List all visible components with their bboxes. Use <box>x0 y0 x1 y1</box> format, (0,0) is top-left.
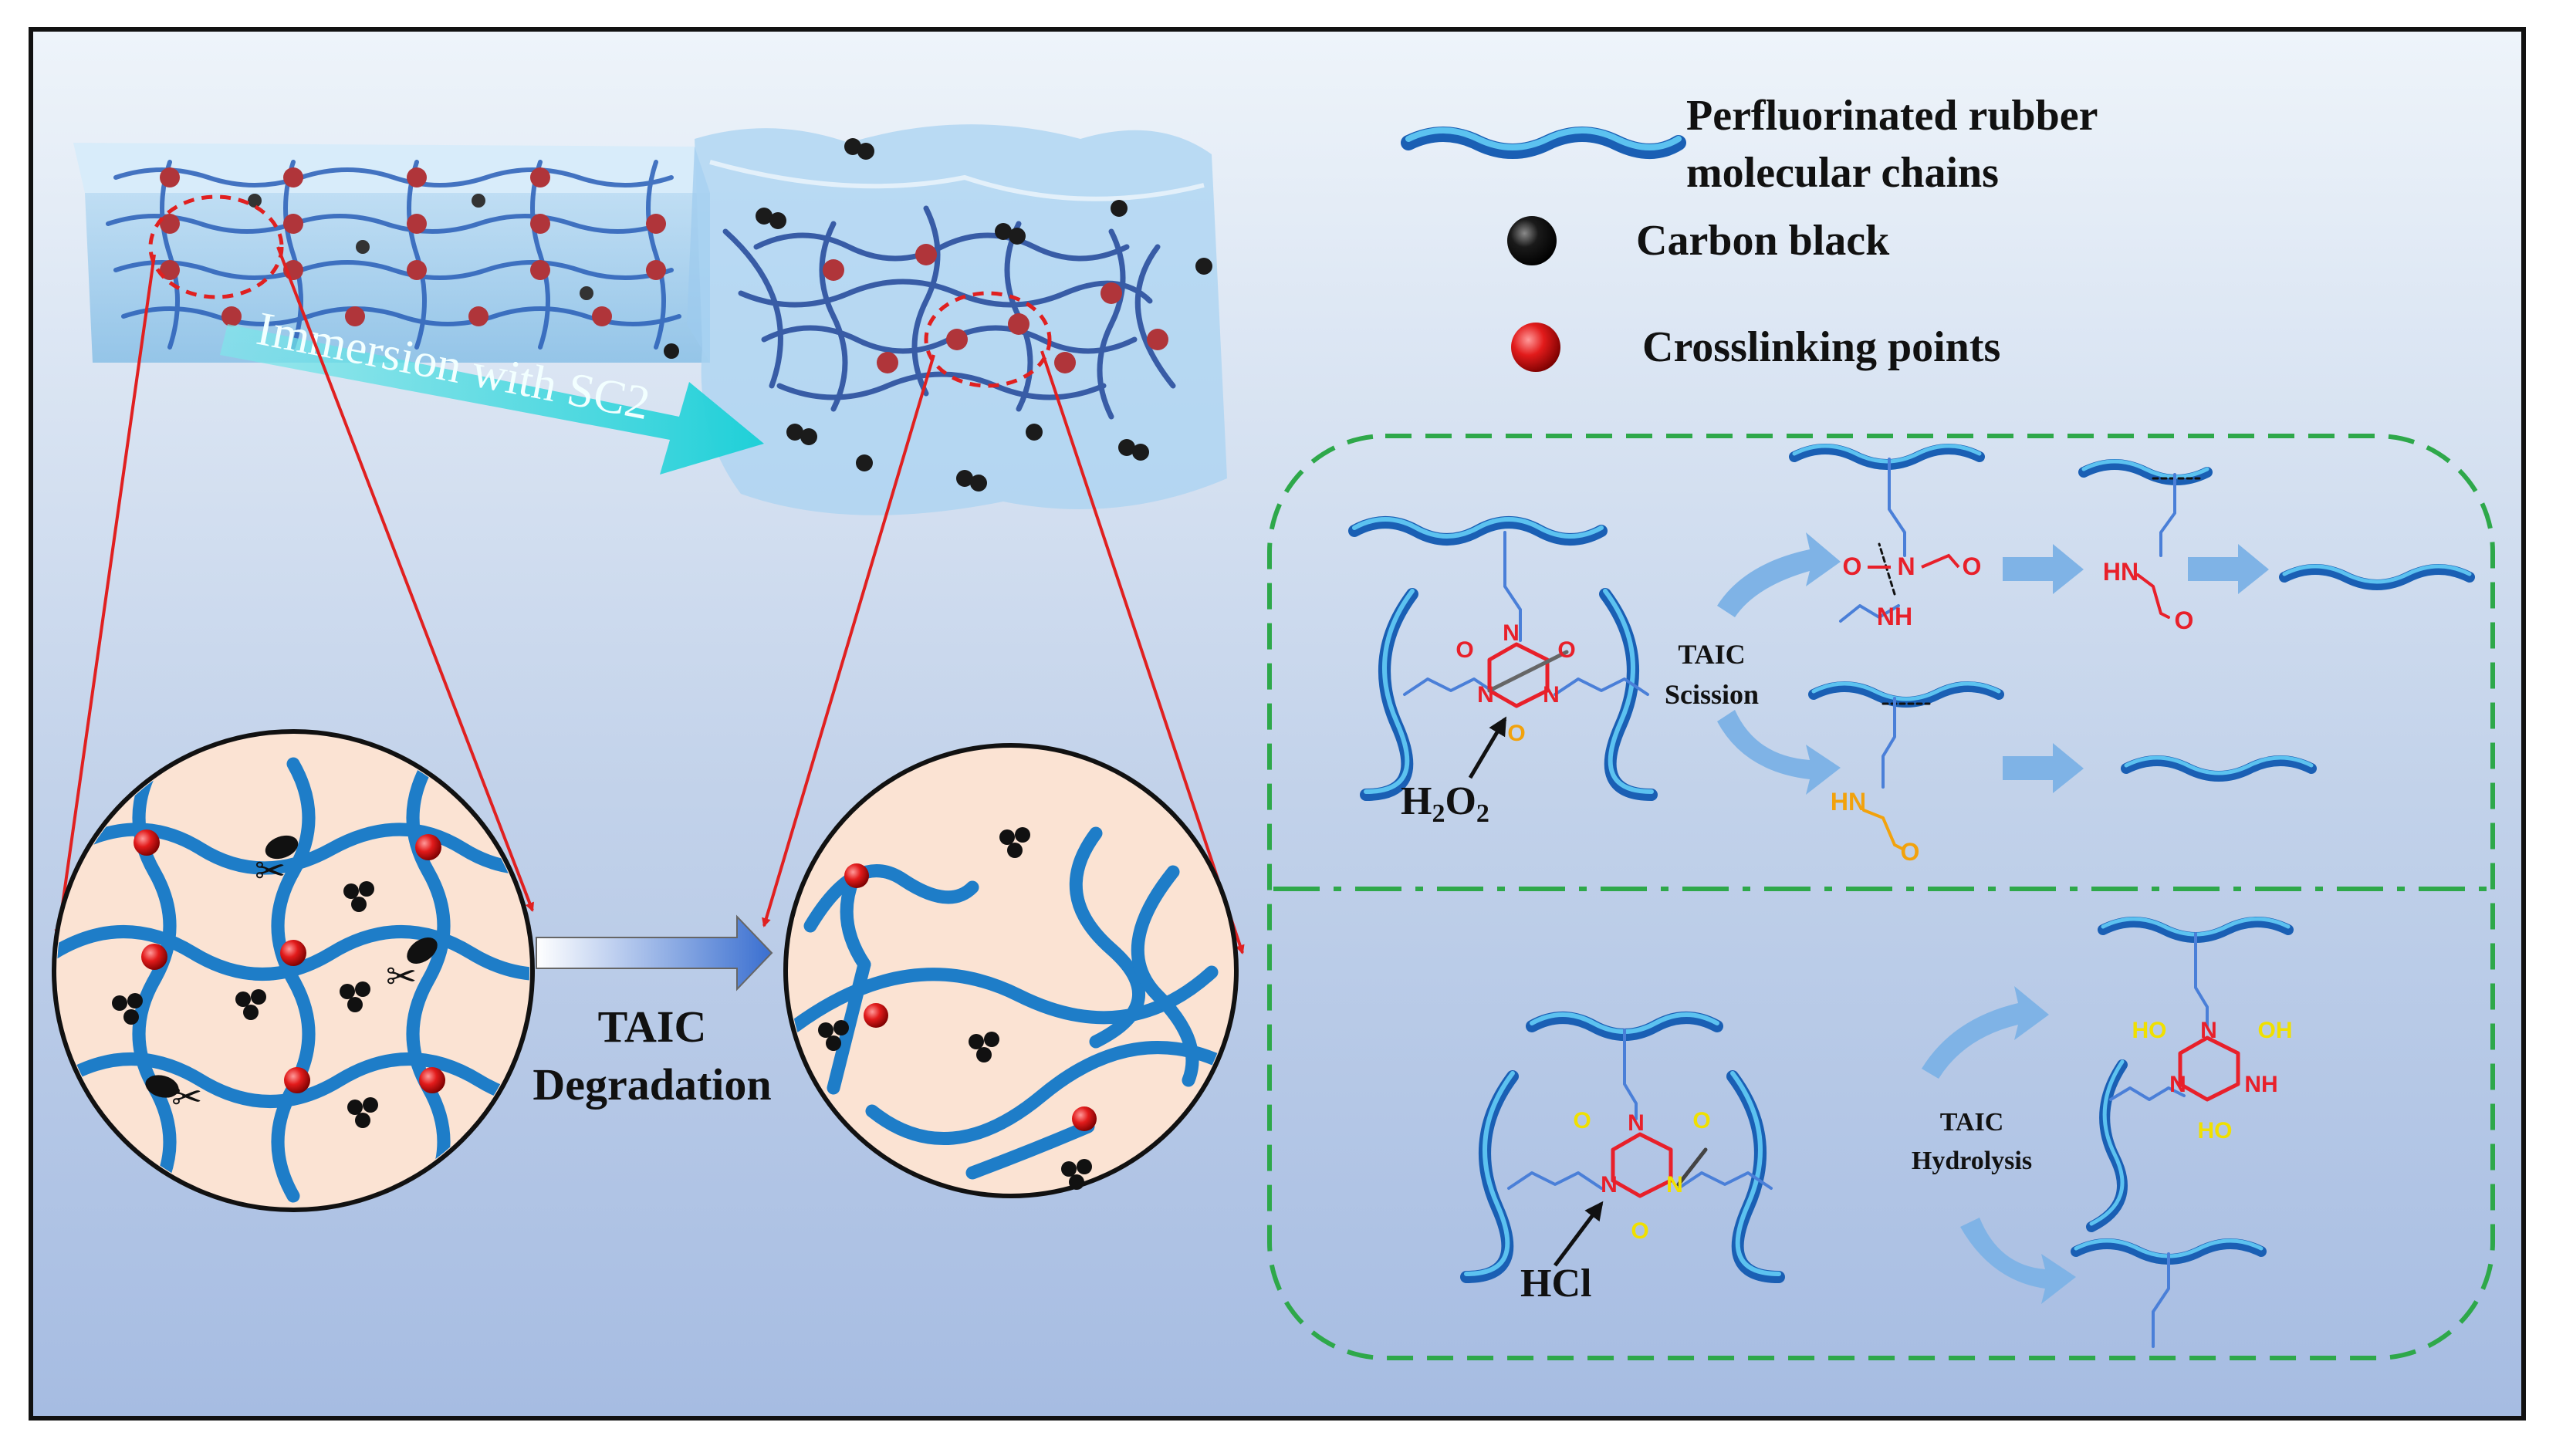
legend-chain-line2: molecular chains <box>1686 149 1999 197</box>
p1-n: N <box>1897 552 1915 580</box>
degradation-label-line1: TAIC <box>598 1002 707 1052</box>
h-ring-n-top: N <box>1628 1110 1645 1136</box>
zoom-circle-left <box>148 194 284 299</box>
carbon-black-particles-right <box>818 827 1092 1190</box>
carbon-black-particles-left <box>112 881 378 1128</box>
hydrolysis-arrow-up <box>1922 986 2049 1079</box>
degraded-network-circle <box>783 743 1239 1198</box>
reagent-arrow-h2o2 <box>1468 716 1507 779</box>
curved-arrow-up <box>1717 532 1841 617</box>
p3-o: O <box>1901 838 1920 866</box>
hp-oh-right: OH <box>2258 1018 2293 1043</box>
legend: Perfluorinated rubber molecular chains C… <box>1401 92 2098 372</box>
p1-o-left: O <box>1843 552 1862 580</box>
ring-n-left: N <box>1477 682 1494 708</box>
svg-text:✂: ✂ <box>255 851 286 892</box>
ring-n-right: N <box>1543 682 1560 708</box>
reagent-hcl: HCl <box>1520 1262 1591 1306</box>
hp-n-top: N <box>2200 1018 2217 1043</box>
legend-crosslink-icon <box>1511 323 1560 372</box>
hydrolysis-label-line2: Hydrolysis <box>1912 1147 2032 1175</box>
block-arrow-1 <box>2003 544 2084 594</box>
legend-chain-line1: Perfluorinated rubber <box>1686 92 2098 140</box>
scission-section: N O O N N O H2O2 TAIC Scission N O O NH <box>1348 444 2475 866</box>
h-ring-o-bottom: O <box>1631 1218 1648 1244</box>
legend-carbon-black-label: Carbon black <box>1636 217 1890 265</box>
h-ring-o-left: O <box>1573 1108 1591 1133</box>
degradation-label-line2: Degradation <box>532 1059 771 1110</box>
scission-label-line2: Scission <box>1665 679 1759 710</box>
p1-o-right: O <box>1963 552 1982 580</box>
scission-label-line1: TAIC <box>1678 639 1745 670</box>
svg-text:✂: ✂ <box>386 957 417 998</box>
scission-sites: ✂ ✂ ✂ <box>145 835 438 1118</box>
crosslink-nodes <box>134 829 445 1093</box>
hp-ho-bottom: HO <box>2198 1118 2233 1144</box>
hydrolysis-section: N O O N N O HCl TAIC Hydrolysis N HO OH … <box>1460 917 2294 1348</box>
h-ring-n-left: N <box>1601 1172 1618 1198</box>
mechanism-panel <box>1267 434 2495 1360</box>
p2-hn: HN <box>2103 558 2138 586</box>
zoom-lines <box>54 246 1245 954</box>
hydrolysis-arrow-down <box>1960 1218 2076 1304</box>
taic-structure-hydrolysis <box>1460 1012 1785 1283</box>
legend-crosslink-label: Crosslinking points <box>1642 323 2000 371</box>
legend-carbon-black-icon <box>1507 216 1557 265</box>
p1-nh: NH <box>1877 603 1912 630</box>
ring-o-left: O <box>1456 637 1473 663</box>
hp-ho-left: HO <box>2132 1018 2167 1043</box>
h-ring-o-right: O <box>1692 1108 1710 1133</box>
taic-structure-scission <box>1348 516 1658 801</box>
ring-n-top: N <box>1503 620 1520 646</box>
ring-o-right: O <box>1557 637 1575 663</box>
block-arrow-2 <box>2188 544 2269 594</box>
legend-chain-icon <box>1401 127 1686 159</box>
intact-rubber-block <box>73 143 710 363</box>
ring-o-bottom: O <box>1507 721 1525 746</box>
hydrolysis-label-line1: TAIC <box>1940 1108 2004 1137</box>
swollen-rubber-block <box>664 124 1227 515</box>
h-ring-n-right: N <box>1666 1172 1683 1198</box>
p2-o: O <box>2175 606 2194 634</box>
reagent-arrow-hcl <box>1554 1201 1604 1267</box>
crosslinked-network-circle: ✂ ✂ ✂ <box>52 729 535 1212</box>
p3-hn: HN <box>1831 788 1866 816</box>
zoom-circle-right <box>924 291 1052 388</box>
reagent-h2o2: H2O2 <box>1401 779 1489 828</box>
hp-n-left: N <box>2169 1072 2186 1097</box>
hp-nh: NH <box>2244 1072 2277 1097</box>
block-arrow-3 <box>2003 743 2084 793</box>
degradation-arrow: TAIC Degradation <box>532 914 773 1110</box>
curved-arrow-down <box>1717 710 1841 795</box>
svg-text:✂: ✂ <box>171 1077 202 1118</box>
